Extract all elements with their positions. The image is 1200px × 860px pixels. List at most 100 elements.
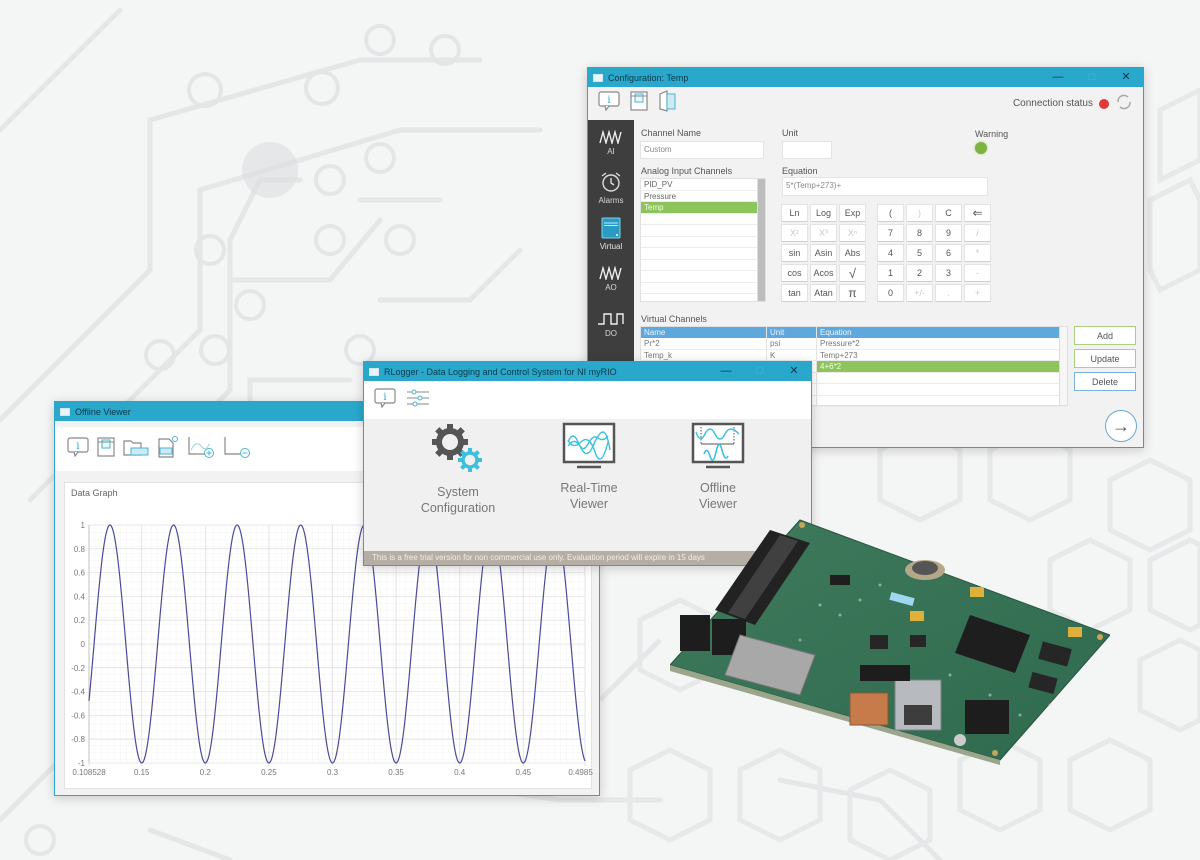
calc-key-8[interactable]: 8 — [906, 224, 933, 242]
maximize-button[interactable]: □ — [756, 365, 764, 377]
calc-keypad: ( ) C ⇐ 7 8 9 / 4 5 6 * 1 2 3 - 0 +/- . … — [877, 204, 991, 302]
settings-sliders-icon[interactable] — [406, 388, 430, 413]
table-scrollbar[interactable] — [1059, 327, 1067, 405]
info-icon[interactable]: i — [374, 387, 396, 413]
open-csv-icon[interactable] — [123, 437, 149, 462]
next-arrow-button[interactable]: → — [1105, 410, 1137, 442]
calc-key-exp[interactable]: Exp — [839, 204, 866, 222]
list-item[interactable]: PID_PV — [641, 179, 765, 191]
calc-key-asin[interactable]: Asin — [810, 244, 837, 262]
sidebar-item-ai[interactable]: AI — [588, 120, 634, 166]
column-header-equation[interactable]: Equation — [820, 328, 852, 337]
close-button[interactable]: ✕ — [1121, 71, 1131, 83]
calc-key-9[interactable]: 9 — [935, 224, 962, 242]
offline-viewer-launcher[interactable]: Offline Viewer — [658, 422, 778, 512]
config-window-title: Configuration: Temp — [608, 72, 689, 83]
list-item[interactable]: Pressure — [641, 191, 765, 202]
zoom-in-graph-icon[interactable] — [187, 436, 215, 463]
calc-key-close-paren[interactable]: ) — [906, 204, 933, 222]
open-file-icon[interactable] — [658, 90, 676, 117]
calc-key-atan[interactable]: Atan — [810, 284, 837, 302]
calc-key-acos[interactable]: Acos — [810, 264, 837, 282]
calc-key-1[interactable]: 1 — [877, 264, 904, 282]
csv-file-icon[interactable] — [157, 435, 179, 463]
calc-key-plus[interactable]: + — [964, 284, 991, 302]
svg-text:0.35: 0.35 — [388, 768, 404, 777]
calc-key-multiply[interactable]: * — [964, 244, 991, 262]
calc-key-clear[interactable]: C — [935, 204, 962, 222]
config-titlebar[interactable]: Configuration: Temp — □ ✕ — [588, 68, 1143, 87]
update-button[interactable]: Update — [1074, 349, 1136, 368]
calc-key-pi[interactable]: π — [839, 284, 866, 302]
calc-key-backspace[interactable]: ⇐ — [964, 204, 991, 222]
sidebar-item-ao[interactable]: AO — [588, 257, 634, 303]
sidebar-item-virtual[interactable]: Virtual — [588, 211, 634, 257]
svg-text:0.45: 0.45 — [515, 768, 531, 777]
save-icon[interactable] — [97, 436, 115, 462]
list-item[interactable] — [641, 260, 765, 271]
calc-key-divide[interactable]: / — [964, 224, 991, 242]
calc-key-3[interactable]: 3 — [935, 264, 962, 282]
calc-key-sqrt[interactable]: √ — [839, 264, 866, 282]
channel-name-input[interactable]: Custom — [640, 141, 764, 159]
calc-key-square[interactable]: X² — [781, 224, 808, 242]
calc-key-negate[interactable]: +/- — [906, 284, 933, 302]
table-row[interactable]: Temp_k K Temp+273 — [641, 349, 1067, 361]
minimize-button[interactable]: — — [720, 365, 732, 377]
list-item[interactable] — [641, 248, 765, 260]
data-graph-plot[interactable]: 10.80.60.40.20-0.2-0.4-0.6-0.8-1 0.10852… — [65, 483, 593, 790]
cell-unit: psi — [767, 338, 817, 349]
analog-input-channels-list[interactable]: PID_PV Pressure Temp — [640, 178, 766, 302]
list-item[interactable] — [641, 271, 765, 283]
calc-key-cos[interactable]: cos — [781, 264, 808, 282]
calc-key-0[interactable]: 0 — [877, 284, 904, 302]
unit-input[interactable] — [782, 141, 832, 159]
column-header-name[interactable]: Name — [641, 327, 767, 338]
svg-text:-0.6: -0.6 — [71, 711, 85, 720]
list-item[interactable] — [641, 225, 765, 237]
table-row[interactable]: Pr*2 psi Pressure*2 — [641, 338, 1067, 350]
delete-button[interactable]: Delete — [1074, 372, 1136, 391]
calc-key-power[interactable]: Xⁿ — [839, 224, 866, 242]
list-item[interactable] — [641, 283, 765, 294]
zoom-out-graph-icon[interactable] — [223, 436, 251, 463]
calc-key-6[interactable]: 6 — [935, 244, 962, 262]
sidebar-item-do[interactable]: DO — [588, 302, 634, 348]
calc-key-sin[interactable]: sin — [781, 244, 808, 262]
sidebar-item-alarms[interactable]: Alarms — [588, 166, 634, 212]
close-button[interactable]: ✕ — [789, 365, 799, 377]
minimize-button[interactable]: — — [1052, 71, 1064, 83]
calc-key-ln[interactable]: Ln — [781, 204, 808, 222]
calc-key-cube[interactable]: X³ — [810, 224, 837, 242]
calc-key-abs[interactable]: Abs — [839, 244, 866, 262]
info-icon[interactable]: i — [67, 436, 89, 462]
list-item[interactable] — [641, 214, 765, 225]
realtime-viewer-launcher[interactable]: Real-Time Viewer — [529, 422, 649, 512]
column-header-unit[interactable]: Unit — [767, 327, 817, 338]
add-button[interactable]: Add — [1074, 326, 1136, 345]
info-icon[interactable]: i — [598, 91, 620, 116]
calc-key-5[interactable]: 5 — [906, 244, 933, 262]
maximize-button[interactable]: □ — [1088, 71, 1096, 83]
list-item[interactable] — [641, 237, 765, 248]
calc-key-open-paren[interactable]: ( — [877, 204, 904, 222]
refresh-icon[interactable] — [1115, 93, 1133, 114]
main-titlebar[interactable]: RLogger - Data Logging and Control Syste… — [364, 362, 811, 381]
svg-text:0.2: 0.2 — [200, 768, 212, 777]
equation-input[interactable]: 5*(Temp+273)+ — [782, 177, 988, 196]
svg-text:i: i — [383, 392, 386, 403]
main-window-title: RLogger - Data Logging and Control Syste… — [384, 366, 617, 377]
calc-key-2[interactable]: 2 — [906, 264, 933, 282]
calc-key-minus[interactable]: - — [964, 264, 991, 282]
calc-key-tan[interactable]: tan — [781, 284, 808, 302]
calc-key-log[interactable]: Log — [810, 204, 837, 222]
system-configuration-launcher[interactable]: System Configuration — [398, 422, 518, 516]
calc-key-decimal[interactable]: . — [935, 284, 962, 302]
equation-label: Equation — [782, 166, 818, 176]
calc-key-7[interactable]: 7 — [877, 224, 904, 242]
calc-key-4[interactable]: 4 — [877, 244, 904, 262]
save-icon[interactable] — [630, 91, 648, 116]
list-item-selected[interactable]: Temp — [641, 202, 765, 214]
list-scrollbar[interactable] — [757, 179, 765, 301]
alarm-clock-icon — [601, 172, 621, 192]
